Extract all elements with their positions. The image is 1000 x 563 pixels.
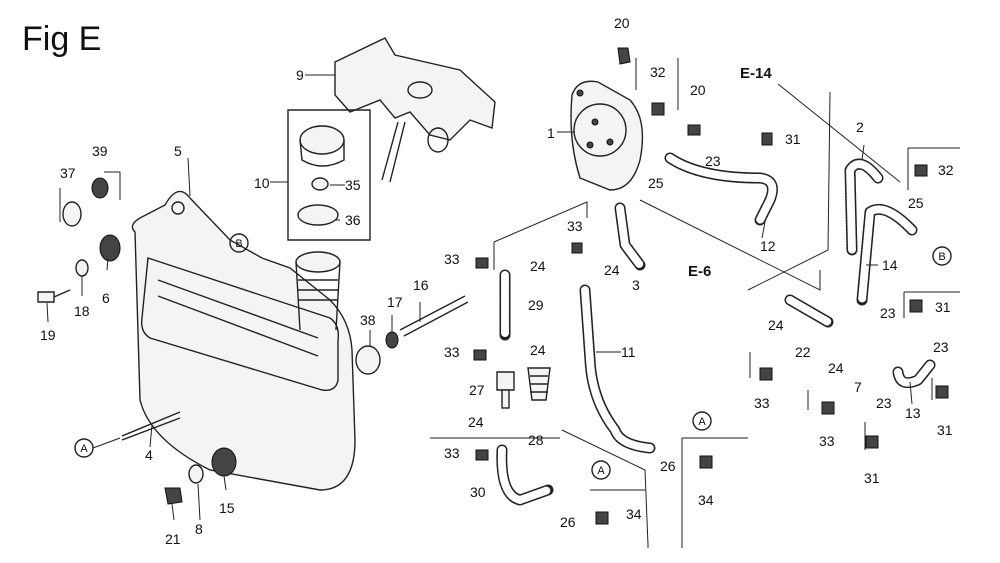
callout-26-a: 26: [660, 458, 676, 474]
callout-33-a: 33: [444, 251, 460, 267]
callout-22: 22: [795, 344, 811, 360]
fuel-tank: [131, 190, 356, 491]
callout-37: 37: [60, 165, 76, 181]
callout-32-b: 32: [938, 162, 954, 178]
callout-14: 14: [882, 257, 898, 273]
fuel-pump: [570, 80, 644, 191]
callout-26-b: 26: [560, 514, 576, 530]
callout-32-a: 32: [650, 64, 666, 80]
fuel-filter-fittings: [496, 367, 551, 409]
callout-24-f: 24: [828, 360, 844, 376]
callout-5: 5: [174, 143, 182, 159]
hoses: [496, 152, 936, 506]
callout-7: 7: [854, 379, 862, 395]
callout-17: 17: [387, 294, 403, 310]
guide-lines: [59, 58, 960, 548]
callout-34-b: 34: [698, 492, 714, 508]
callouts: 1 2 3 4 5 6 7 8 9 10 11 12 13 14 15 16 1…: [40, 15, 954, 547]
marker-a-tank: A: [80, 443, 88, 455]
callout-9: 9: [296, 67, 304, 83]
callout-33-c: 33: [444, 445, 460, 461]
callout-31-a: 31: [785, 131, 801, 147]
bracket: [334, 37, 496, 183]
callout-15: 15: [219, 500, 235, 516]
section-ref-e6: E-6: [688, 263, 711, 280]
callout-24-a: 24: [530, 258, 546, 274]
callout-16: 16: [413, 277, 429, 293]
callout-13: 13: [905, 405, 921, 421]
callout-33-f: 33: [819, 433, 835, 449]
callout-25-b: 25: [908, 195, 924, 211]
marker-b-hose14: B: [938, 251, 945, 263]
callout-11: 11: [621, 344, 636, 360]
callout-23-c: 23: [933, 339, 949, 355]
callout-38: 38: [360, 312, 376, 328]
callout-23-a: 23: [705, 153, 721, 169]
callout-2: 2: [856, 119, 864, 135]
callout-20-right: 20: [690, 82, 706, 98]
callout-24-b: 24: [530, 342, 546, 358]
fasteners: [37, 47, 949, 525]
callout-35: 35: [345, 177, 361, 193]
callout-39: 39: [92, 143, 108, 159]
callout-31-b: 31: [935, 299, 951, 315]
callout-36: 36: [345, 212, 361, 228]
marker-a-hose30: A: [597, 465, 605, 477]
section-ref-e14: E-14: [740, 65, 772, 82]
callout-21: 21: [165, 531, 181, 547]
callout-27: 27: [469, 382, 485, 398]
callout-33-b: 33: [444, 344, 460, 360]
callout-8: 8: [195, 521, 203, 537]
leader-lines: [46, 74, 913, 521]
callout-24-d: 24: [604, 262, 620, 278]
callout-31-c: 31: [937, 422, 953, 438]
callout-18: 18: [74, 303, 90, 319]
callout-23-d: 23: [876, 395, 892, 411]
callout-24-e: 24: [768, 317, 784, 333]
callout-24-c: 24: [468, 414, 484, 430]
filler-cap-group: [287, 109, 371, 241]
callout-19: 19: [40, 327, 56, 343]
callout-1: 1: [547, 125, 555, 141]
callout-3: 3: [632, 277, 640, 293]
callout-33-e: 33: [754, 395, 770, 411]
figure-title: Fig E: [22, 20, 101, 58]
callout-29: 29: [528, 297, 544, 313]
reference-markers: A A A B B: [74, 233, 952, 480]
callout-25-a: 25: [648, 175, 664, 191]
marker-a-clip26: A: [698, 416, 706, 428]
callout-28: 28: [528, 432, 544, 448]
marker-b-tank: B: [235, 238, 242, 250]
callout-4: 4: [145, 447, 153, 463]
callout-6: 6: [102, 290, 110, 306]
callout-31-d: 31: [864, 470, 880, 486]
callout-34-a: 34: [626, 506, 642, 522]
callout-33-d: 33: [567, 218, 583, 234]
callout-30: 30: [470, 484, 486, 500]
callout-20-top: 20: [614, 15, 630, 31]
callout-12: 12: [760, 238, 776, 254]
callout-23-b: 23: [880, 305, 896, 321]
callout-10: 10: [254, 175, 270, 191]
